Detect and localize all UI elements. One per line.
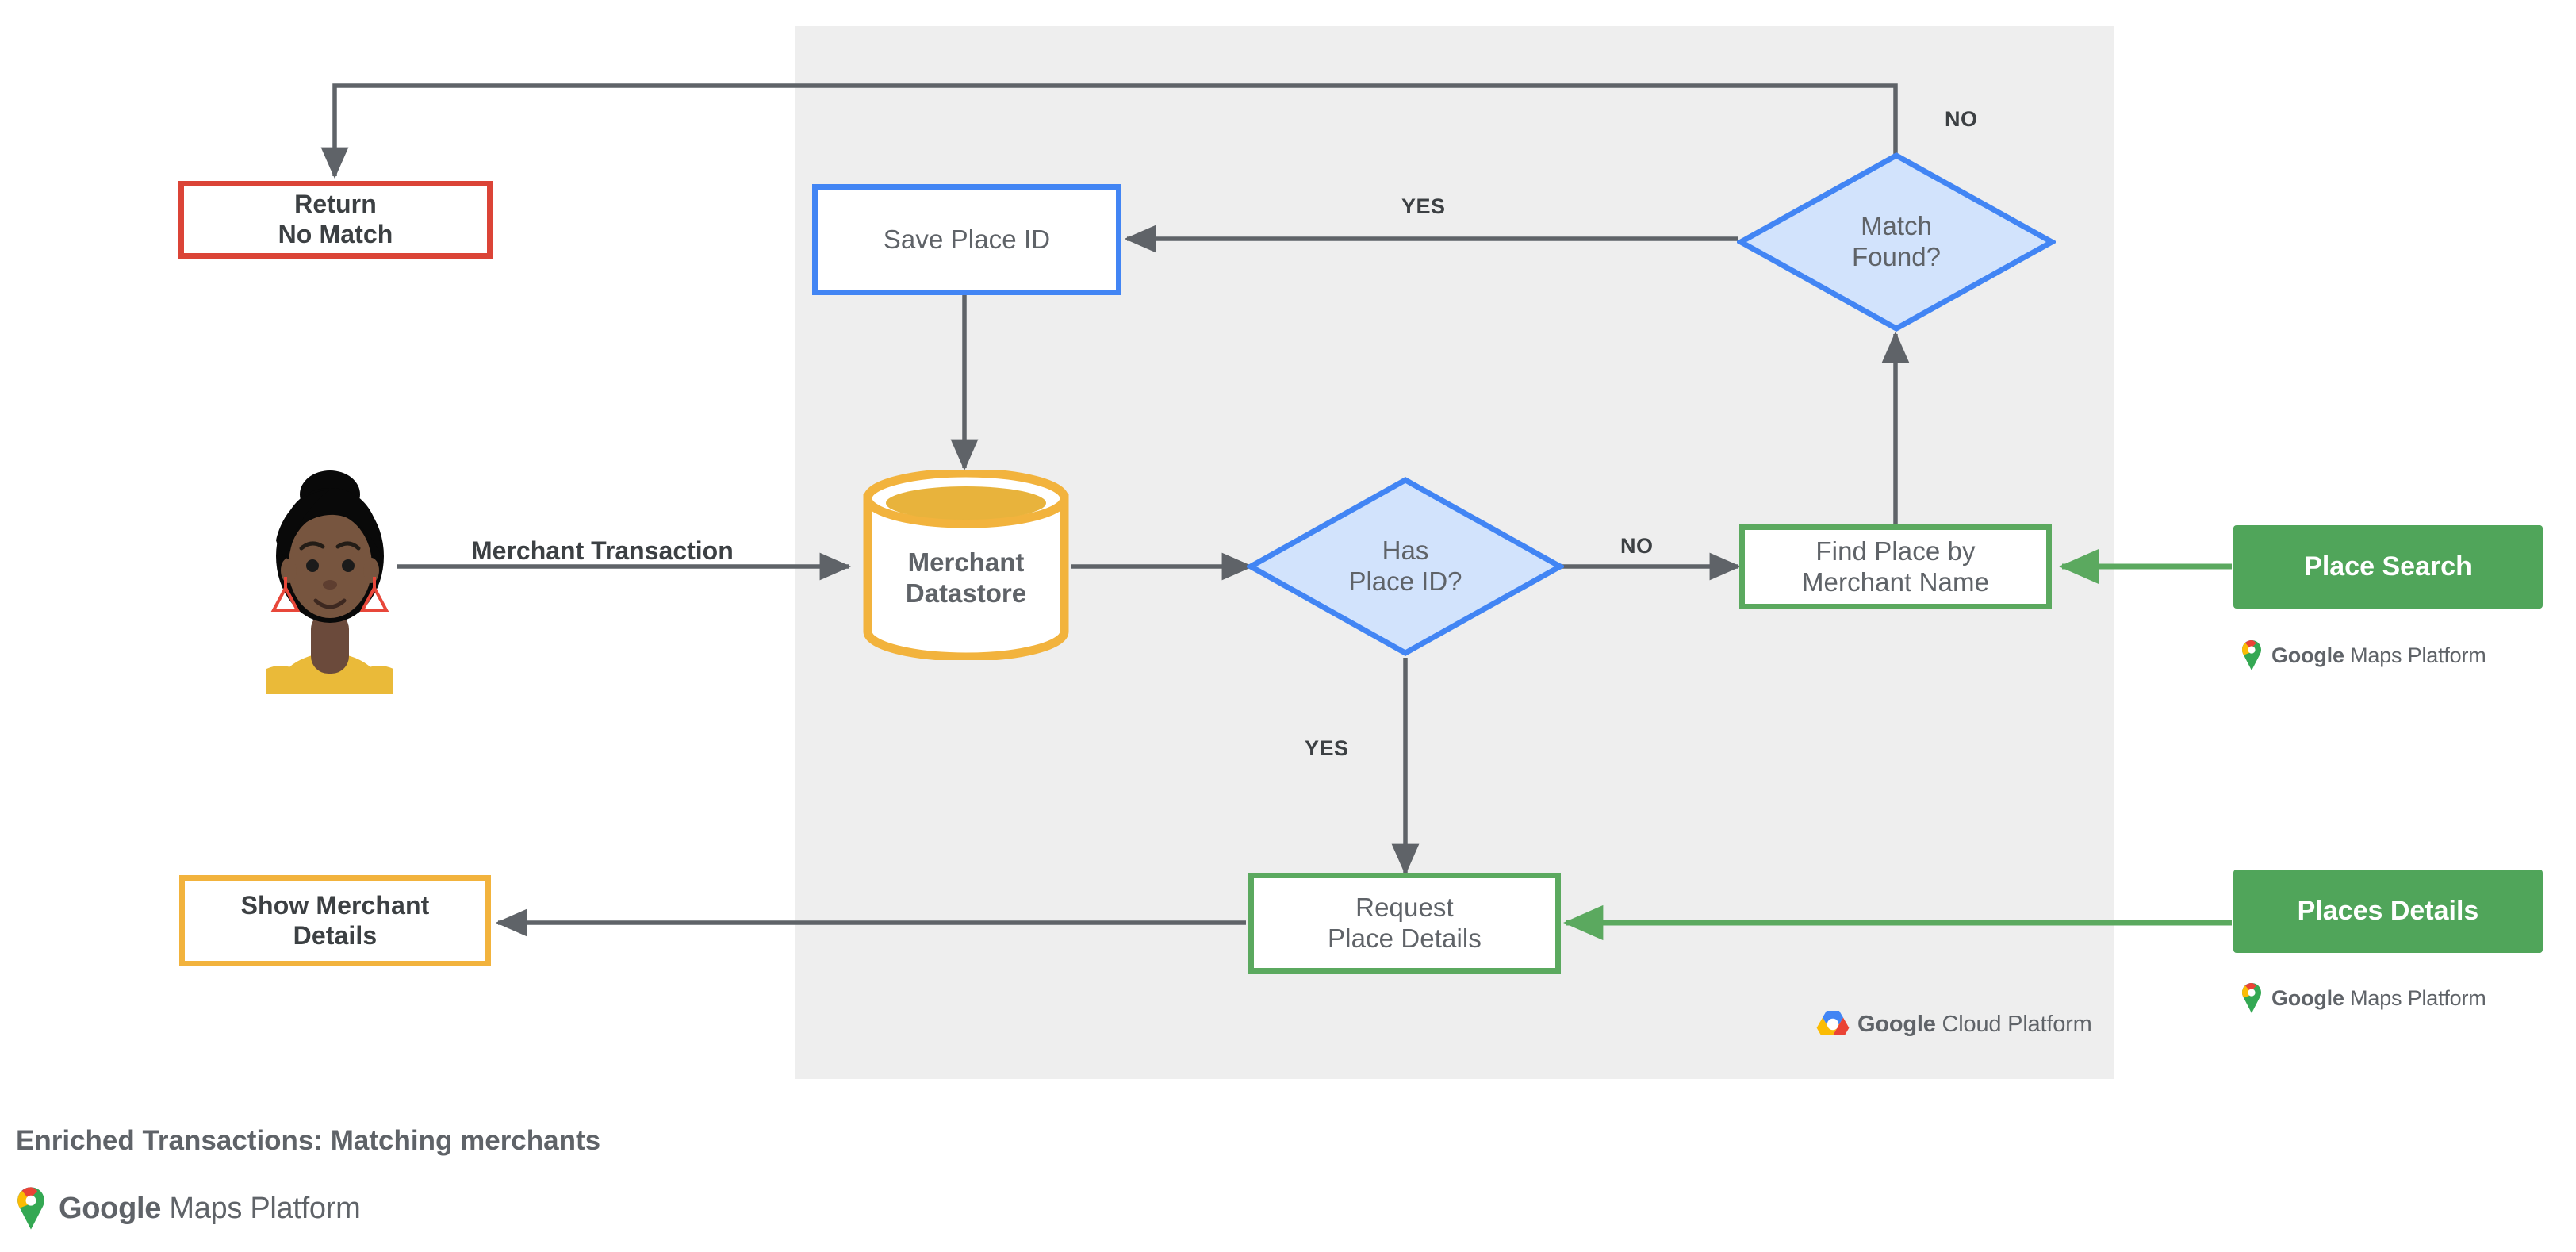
gmp-logo-places-details: Google Maps Platform — [2240, 982, 2486, 1014]
node-match-found[interactable]: Match Found? — [1735, 152, 2058, 332]
edge-label-match-found-yes: YES — [1401, 194, 1446, 218]
google-maps-pin-icon — [2242, 640, 2261, 670]
cylinder-shape — [863, 468, 1069, 662]
gmp-logo-place-search: Google Maps Platform — [2240, 639, 2486, 671]
node-save-place-id[interactable]: Save Place ID — [812, 184, 1121, 295]
node-find-place-by-merchant-name[interactable]: Find Place by Merchant Name — [1739, 524, 2052, 609]
node-merchant-datastore[interactable]: Merchant Datastore — [863, 468, 1069, 662]
diamond-shape — [1735, 152, 2058, 332]
edge-match-found-no — [320, 83, 1898, 179]
page-title: Enriched Transactions: Matching merchant… — [16, 1125, 601, 1156]
google-maps-pin-icon — [2242, 983, 2261, 1013]
edge-label-match-found-no: NO — [1945, 107, 1978, 131]
edge-label-has-place-id-yes: YES — [1305, 736, 1349, 760]
node-label: Merchant Datastore — [905, 547, 1027, 608]
edge-label-merchant-transaction: Merchant Transaction — [471, 536, 734, 565]
node-has-place-id[interactable]: Has Place ID? — [1244, 476, 1566, 657]
node-show-merchant-details[interactable]: Show Merchant Details — [179, 875, 491, 966]
node-label: Match Found? — [1852, 211, 1941, 271]
node-label: Has Place ID? — [1348, 536, 1462, 596]
gmp-logo-footer: Google Maps Platform — [14, 1186, 361, 1231]
google-maps-pin-icon — [17, 1187, 44, 1230]
chip-places-details[interactable]: Places Details — [2233, 870, 2543, 953]
node-request-place-details[interactable]: Request Place Details — [1248, 873, 1561, 974]
node-label: Show Merchant Details — [240, 890, 430, 950]
node-label: Return No Match — [278, 190, 393, 248]
gmp-logo-text: Google Maps Platform — [2271, 643, 2486, 667]
edge-label-has-place-id-no: NO — [1620, 534, 1654, 558]
node-label: Save Place ID — [883, 224, 1051, 254]
node-label: Find Place by Merchant Name — [1801, 536, 1990, 597]
gcp-logo-text: Google Cloud Platform — [1857, 1011, 2092, 1037]
gmp-logo-text: Google Maps Platform — [2271, 985, 2486, 1010]
node-return-no-match[interactable]: Return No Match — [178, 181, 493, 259]
chip-label: Places Details — [2297, 896, 2479, 927]
node-label: Request Place Details — [1328, 892, 1482, 953]
google-cloud-hexagon-icon — [1816, 1011, 1850, 1035]
customer-avatar — [262, 464, 398, 694]
gmp-logo-text: Google Maps Platform — [59, 1191, 361, 1225]
avatar-illustration — [266, 470, 393, 694]
diamond-shape — [1244, 476, 1566, 657]
gcp-logo: Google Cloud Platform — [1816, 1009, 2092, 1039]
chip-label: Place Search — [2304, 551, 2472, 582]
chip-place-search[interactable]: Place Search — [2233, 525, 2543, 609]
